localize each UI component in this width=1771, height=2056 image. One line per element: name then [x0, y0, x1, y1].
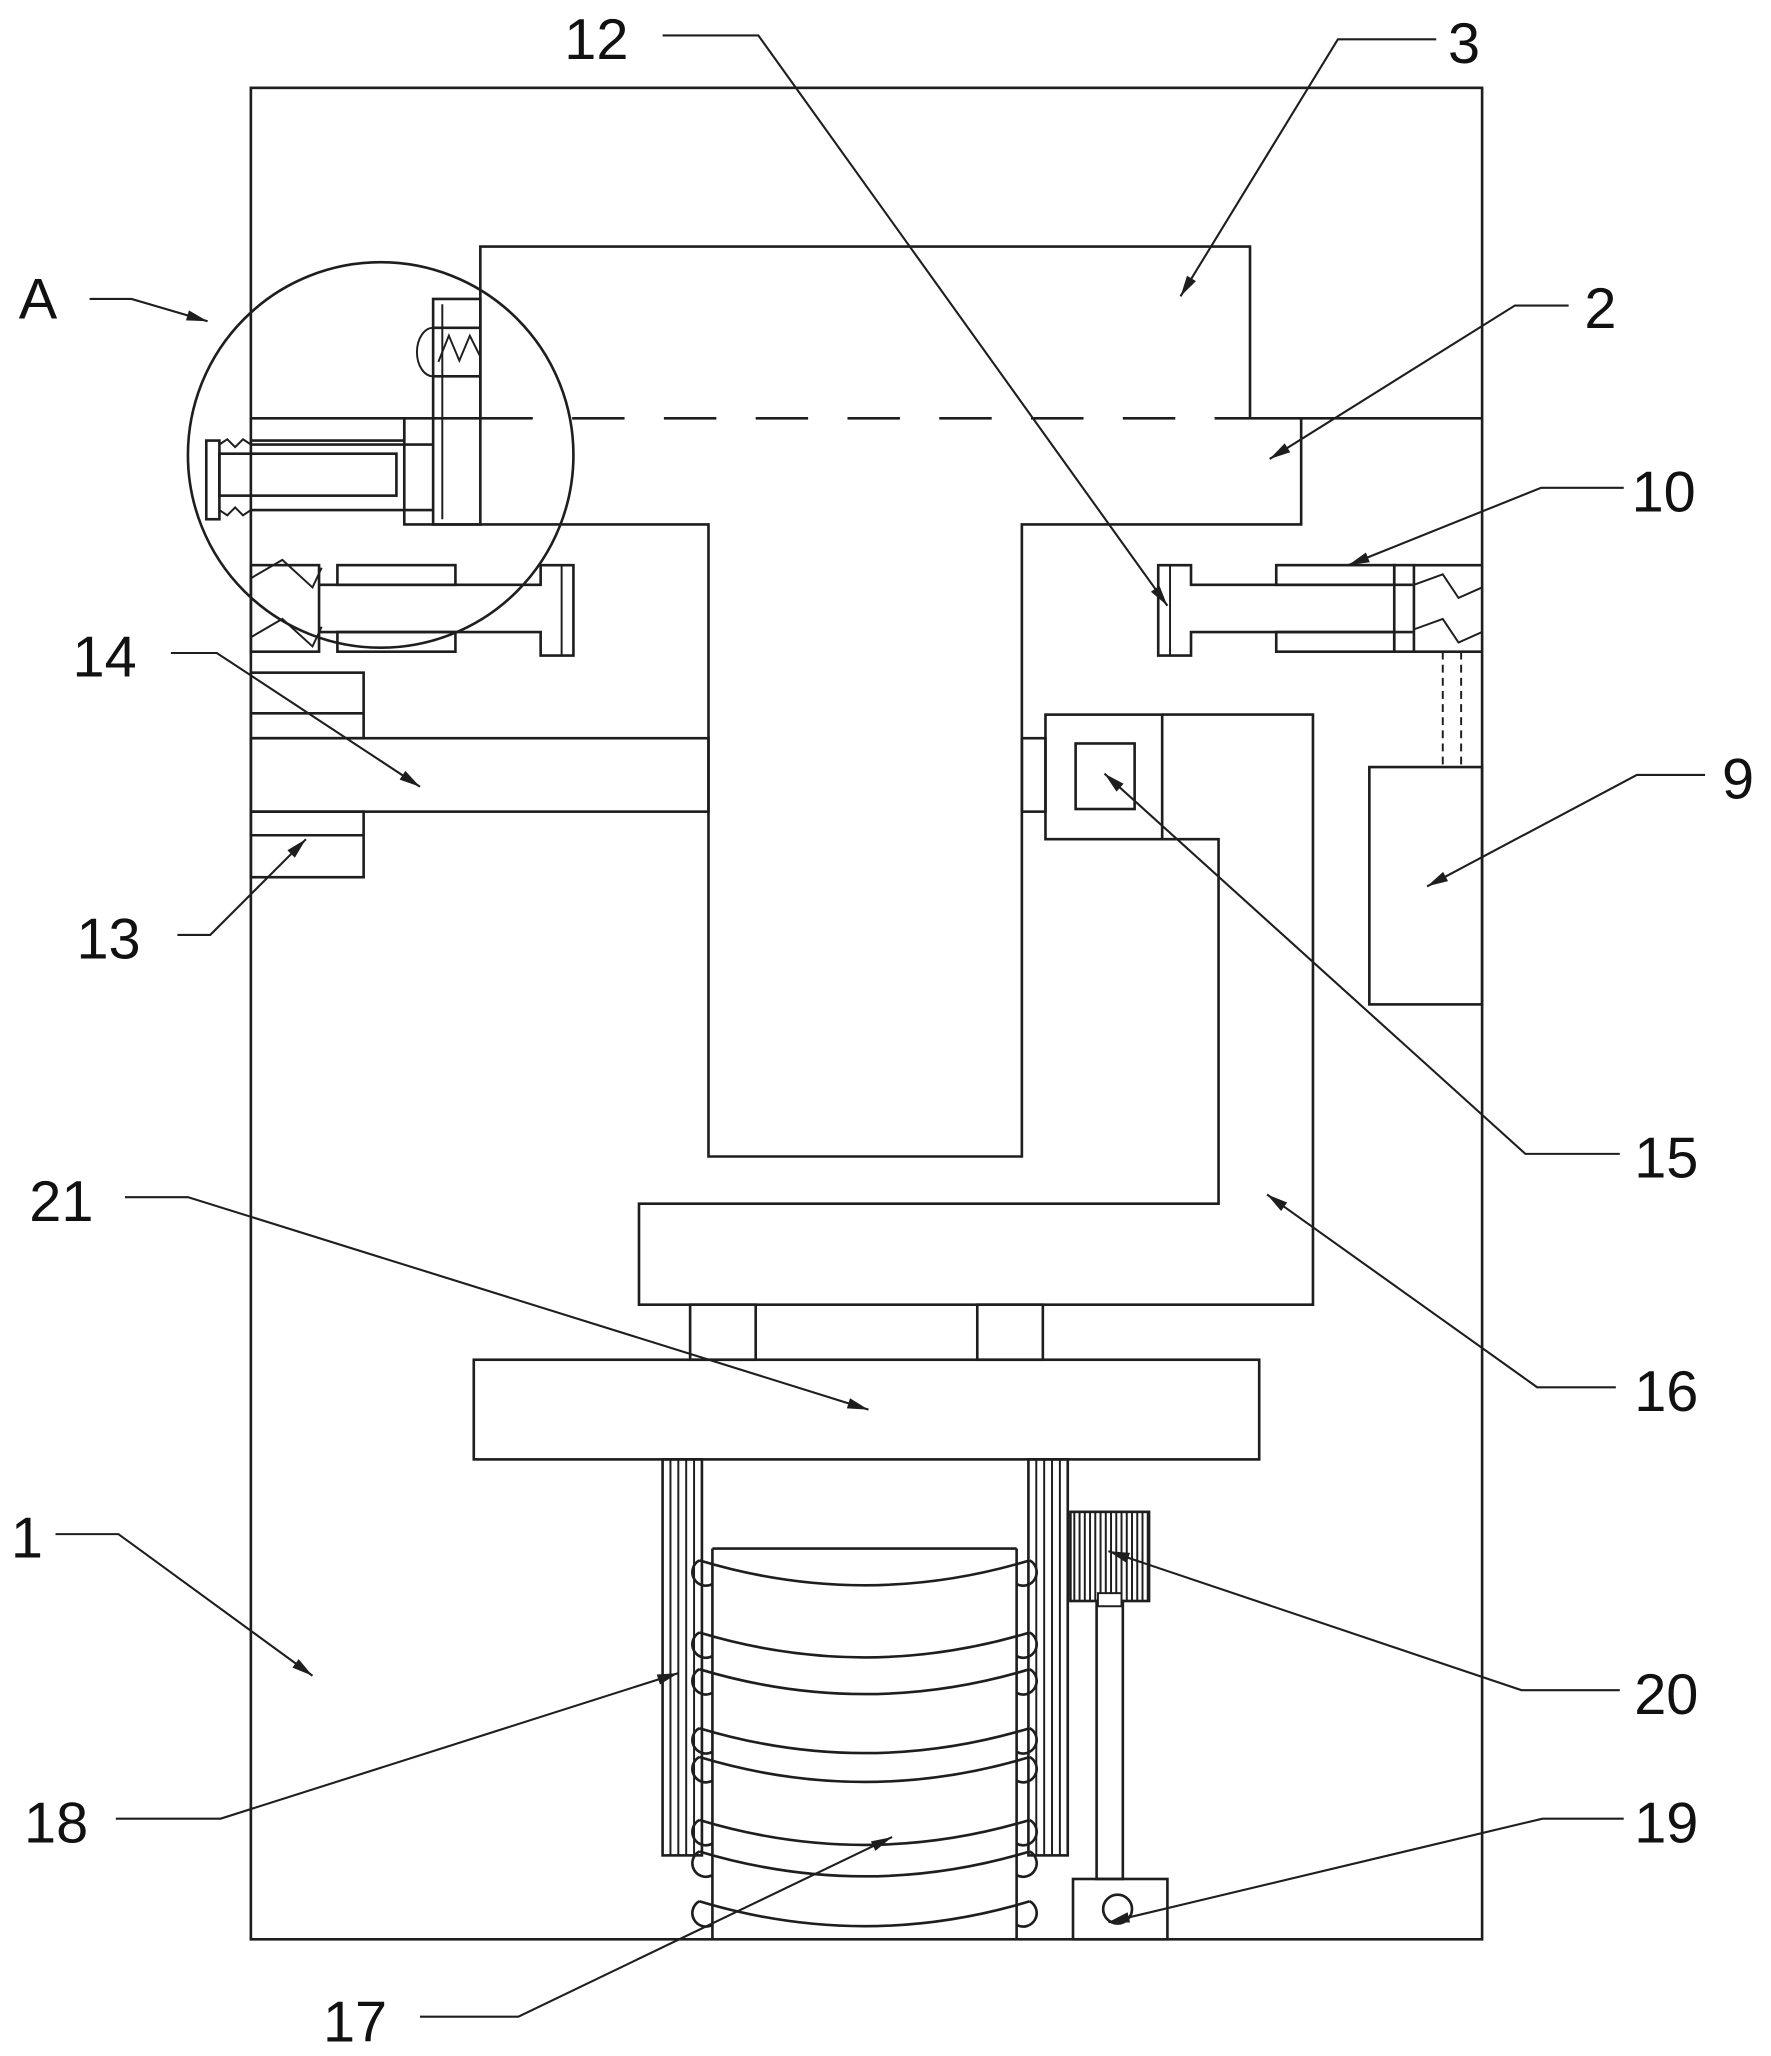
leader-14 [170, 651, 421, 788]
arrowhead [1108, 1912, 1131, 1923]
shaft-collar [1096, 1592, 1123, 1608]
guide-block-upper [249, 671, 365, 740]
spring-coil [691, 1631, 1038, 1660]
detail-circle-a [186, 260, 575, 650]
detail-a-pin-head [204, 439, 221, 521]
leader-12 [662, 34, 1169, 607]
spring-coil [691, 1559, 1038, 1587]
arrowhead [1267, 1194, 1288, 1211]
arrowhead [1108, 1551, 1130, 1563]
post-right [975, 1303, 1045, 1362]
arrowhead [292, 1659, 313, 1676]
guide-rail-right [1027, 1458, 1070, 1857]
post-left [688, 1303, 757, 1362]
plate-21 [472, 1358, 1261, 1461]
pivot-pin [1101, 1893, 1134, 1925]
leader-19 [1108, 1817, 1624, 1924]
arrowhead [1150, 585, 1168, 606]
spring-coil [691, 1755, 1038, 1784]
spring-coil [691, 1726, 1038, 1755]
housing-1 [249, 86, 1484, 1941]
slider-body-2 [402, 416, 1303, 1158]
leader-13 [177, 838, 307, 936]
label-12: 12 [564, 8, 628, 72]
arrowheads [185, 275, 1449, 1923]
gear-shaft [1095, 1599, 1125, 1881]
leader-17 [420, 1836, 893, 2018]
pivot-base-19 [1071, 1877, 1169, 1941]
arrowhead [1269, 443, 1291, 459]
spring-coil [691, 1667, 1038, 1696]
detail-a-pin-thread [218, 437, 252, 517]
left-latch-sleeve-top [336, 563, 457, 587]
arrowhead [399, 770, 421, 787]
right-latch-housing [1392, 563, 1416, 653]
leader-10 [1347, 486, 1624, 567]
leader-15 [1103, 772, 1620, 1155]
detail-a-pin [218, 452, 398, 497]
arrowhead [185, 310, 208, 322]
leader-20 [1108, 1550, 1620, 1692]
label-9: 9 [1722, 748, 1754, 812]
gear-20 [1069, 1510, 1151, 1603]
arrowhead [656, 1673, 679, 1685]
sensor-connector [1020, 736, 1047, 813]
label-3: 3 [1448, 12, 1480, 76]
arrowhead [1104, 773, 1124, 792]
right-latch-spring [1413, 573, 1483, 644]
label-2: 2 [1584, 277, 1616, 341]
label-a: A [19, 268, 58, 332]
spring-coil [691, 1900, 1038, 1928]
left-latch-sleeve-bottom [336, 630, 457, 653]
detail-a-spring [416, 326, 482, 378]
sensor-block [1044, 713, 1164, 841]
leader-3 [1179, 38, 1437, 297]
right-latch-bolt [1156, 563, 1413, 657]
label-13: 13 [76, 908, 140, 972]
guide-bar-14 [249, 736, 710, 813]
arrowhead [1180, 275, 1196, 297]
detail-a-pin-sleeve-lines [250, 443, 434, 512]
label-17: 17 [323, 1991, 387, 2055]
leader-1 [55, 1533, 314, 1677]
label-16: 16 [1634, 1360, 1698, 1424]
leader-2 [1269, 304, 1569, 460]
label-18: 18 [24, 1791, 88, 1855]
top-block-3 [479, 245, 1252, 419]
arrowhead [1348, 552, 1370, 566]
guide-rail-left [661, 1458, 704, 1857]
l-arm-16 [637, 713, 1315, 1306]
guide-block-lower [249, 810, 365, 879]
leader-16 [1266, 1193, 1616, 1389]
spring-coil [691, 1850, 1038, 1879]
label-1: 1 [11, 1507, 43, 1571]
arrowhead [846, 1398, 869, 1410]
label-15: 15 [1634, 1126, 1698, 1190]
coil-spring-17 [691, 1547, 1038, 1940]
arrowhead [870, 1837, 893, 1851]
label-21: 21 [29, 1170, 93, 1234]
detail-a-pin-sleeve [250, 418, 406, 442]
right-latch-sleeve-top [1274, 563, 1396, 587]
arrowhead [287, 839, 306, 858]
control-box-9 [1368, 765, 1484, 1006]
label-20: 20 [1634, 1663, 1698, 1727]
detail-a-rod [431, 297, 482, 526]
right-latch-sleeve-bottom [1274, 630, 1396, 653]
leader-21 [124, 1196, 869, 1411]
left-latch-spring [250, 558, 323, 649]
label-10: 10 [1632, 460, 1696, 524]
label-19: 19 [1634, 1791, 1698, 1855]
leader-18 [115, 1672, 679, 1820]
left-latch-bolt [319, 563, 575, 657]
arrowhead [1427, 871, 1449, 887]
leader-a [89, 297, 208, 323]
leader-9 [1426, 773, 1706, 888]
leader-lines [55, 34, 1706, 2018]
label-14: 14 [73, 626, 137, 690]
left-latch-housing [249, 563, 321, 653]
spring-coil [691, 1818, 1038, 1847]
sensor-15 [1074, 742, 1136, 811]
